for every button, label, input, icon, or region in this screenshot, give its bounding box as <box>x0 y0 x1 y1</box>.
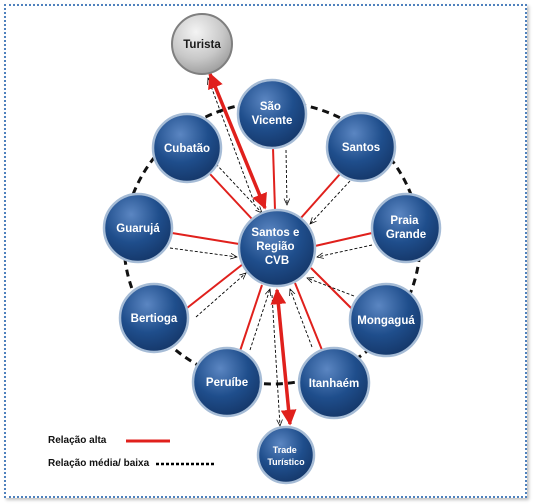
node-center-cvb-label: Santos e Região CVB <box>251 227 302 267</box>
red-link-peruibe <box>239 284 263 352</box>
node-peruibe: Peruíbe <box>191 346 263 418</box>
node-guaruja-label: Guarujá <box>116 223 160 235</box>
arrow-center-trade <box>270 288 297 426</box>
node-sao-vicente: São Vicente <box>236 78 308 150</box>
node-bertioga: Bertioga <box>118 282 190 354</box>
node-praia-grande-label: Praia Grande <box>386 215 426 241</box>
red-link-mongagua <box>310 267 353 310</box>
red-link-praia-grande <box>314 232 373 247</box>
dashed-link-mongagua <box>307 278 355 297</box>
node-center-cvb: Santos e Região CVB <box>237 208 317 288</box>
node-guaruja: Guarujá <box>102 192 174 264</box>
dashed-link-sao-vicente <box>286 149 287 205</box>
node-turista-label: Turista <box>183 39 221 51</box>
node-mongagua: Mongaguá <box>348 282 424 358</box>
node-peruibe-label: Peruíbe <box>206 377 248 389</box>
red-link-santos <box>299 173 341 220</box>
node-trade-turistico-label: Trade Turístico <box>267 445 305 467</box>
node-itanhaem-label: Itanhaém <box>309 378 360 390</box>
red-link-bertioga <box>186 263 244 309</box>
red-link-itanhaem <box>294 282 323 351</box>
node-itanhaem: Itanhaém <box>297 346 371 420</box>
node-trade-turistico: Trade Turístico <box>256 425 316 485</box>
node-mongagua-label: Mongaguá <box>357 315 415 327</box>
high-relation-links <box>171 147 373 352</box>
node-cubatao: Cubatão <box>151 112 223 184</box>
node-cubatao-label: Cubatão <box>164 143 210 155</box>
node-turista: Turista <box>171 13 233 75</box>
main-arrows <box>208 72 297 426</box>
dashed-link-praia-grande <box>317 244 373 257</box>
dashed-link-peruibe <box>249 289 270 351</box>
legend-high-label: Relação alta <box>48 435 107 446</box>
arrow-center-turista <box>208 72 267 210</box>
node-bertioga-label: Bertioga <box>131 313 178 325</box>
red-link-guaruja <box>171 232 240 245</box>
node-praia-grande: Praia Grande <box>370 192 442 264</box>
red-link-sao-vicente <box>272 147 276 211</box>
legend-low-label: Relação média/ baixa <box>48 458 150 469</box>
node-sao-vicente-label: São Vicente <box>252 101 293 127</box>
node-santos-label: Santos <box>342 142 380 154</box>
dashed-link-bertioga <box>195 273 246 318</box>
node-santos: Santos <box>325 111 397 183</box>
dashed-link-guaruja <box>169 247 237 257</box>
